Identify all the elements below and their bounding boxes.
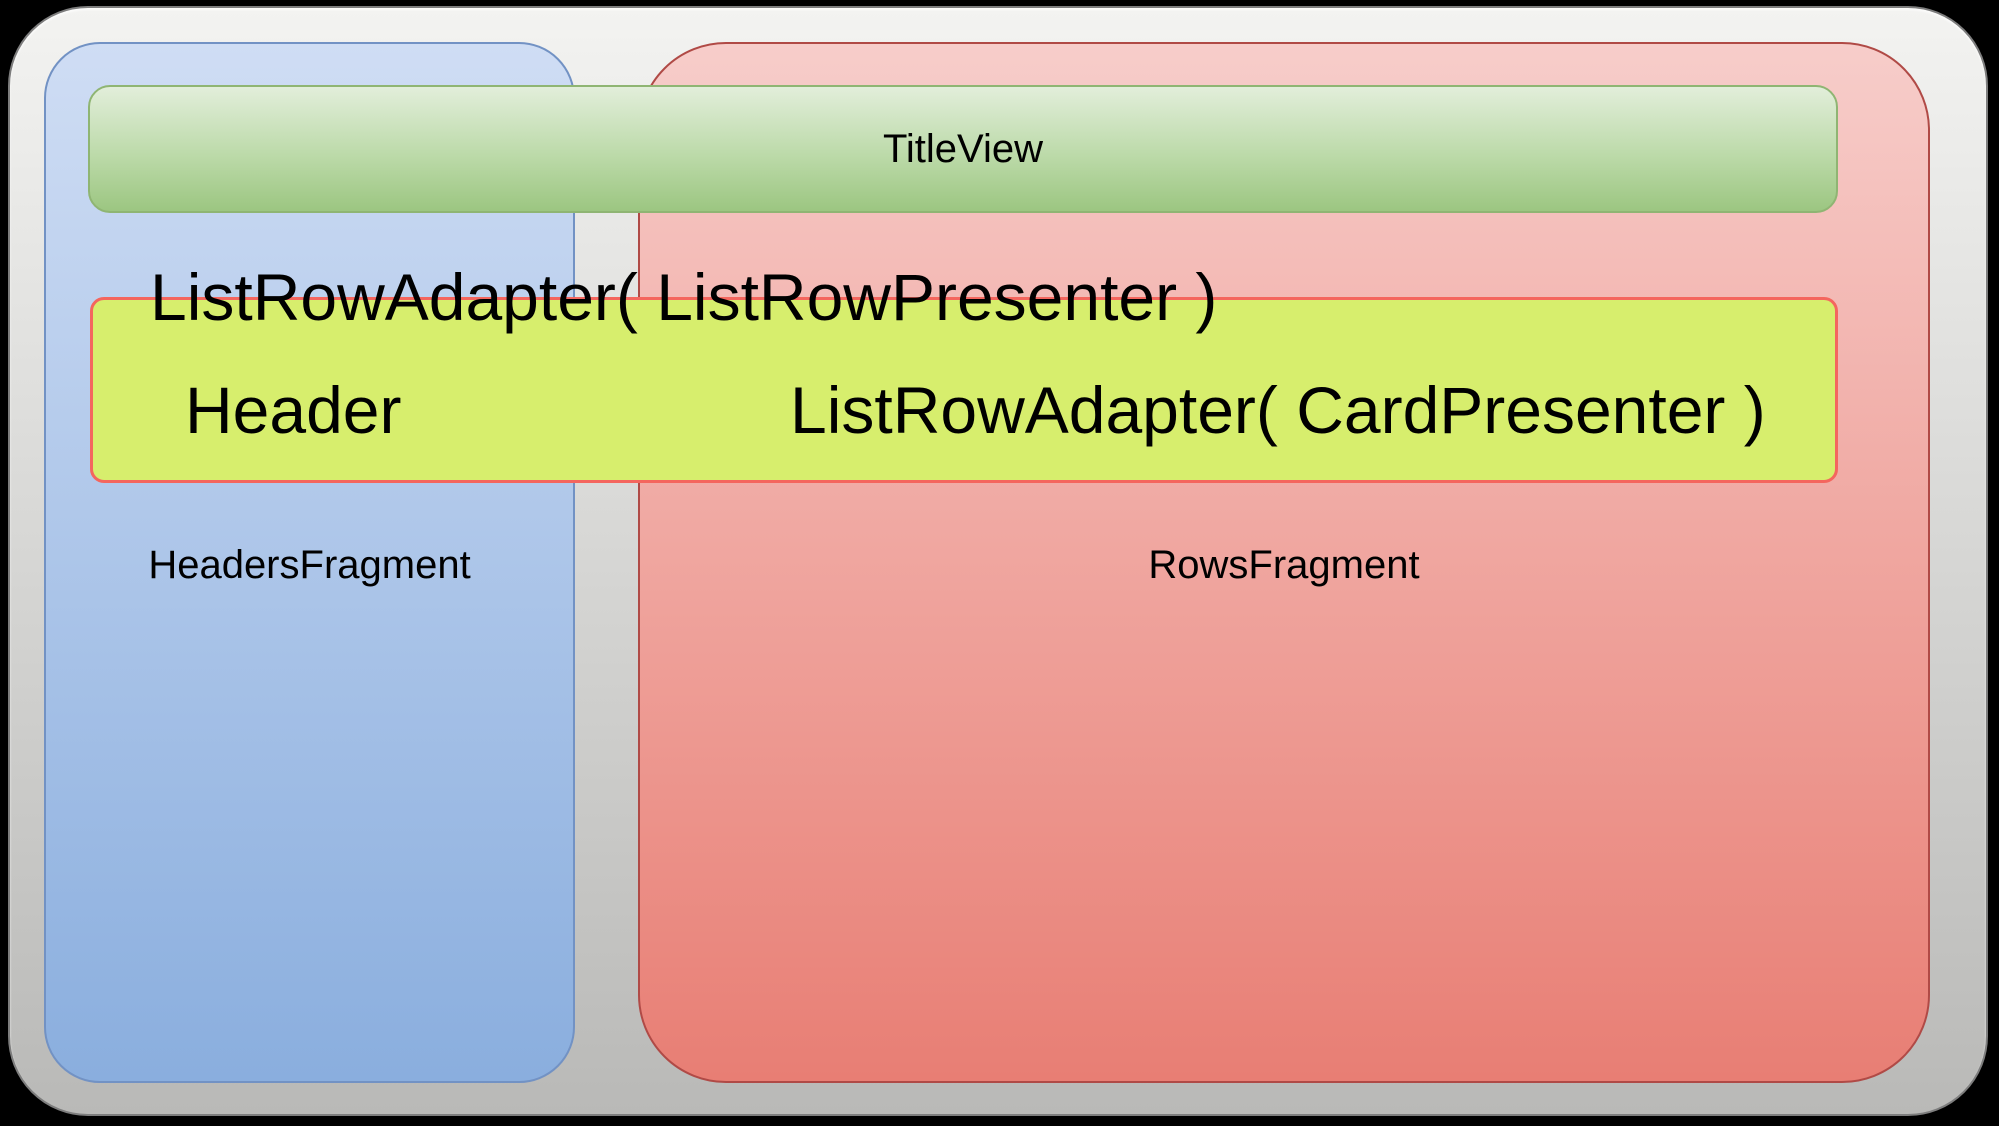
headers-fragment-label: HeadersFragment xyxy=(148,543,471,587)
list-row-adapter-box xyxy=(90,297,1838,483)
list-row-presenter-adapter-label: ListRowAdapter( ListRowPresenter ) xyxy=(150,260,1218,334)
title-view-label: TitleView xyxy=(882,127,1044,171)
header-cell-label: Header xyxy=(185,373,402,447)
headers-fragment-box xyxy=(44,42,575,1083)
title-view-bar: TitleView xyxy=(88,85,1838,213)
rows-fragment-label: RowsFragment xyxy=(1148,543,1420,587)
card-presenter-adapter-label: ListRowAdapter( CardPresenter ) xyxy=(790,373,1766,447)
rows-fragment-box xyxy=(638,42,1930,1083)
